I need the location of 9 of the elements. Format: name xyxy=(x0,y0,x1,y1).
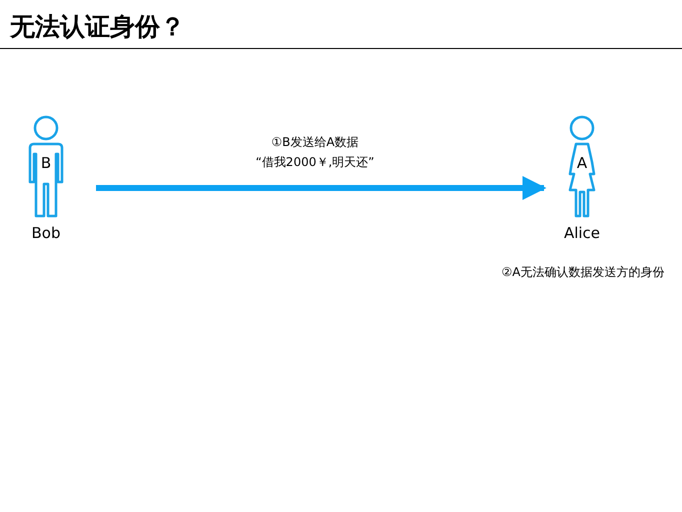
note-text: ②A无法确认数据发送方的身份 xyxy=(500,264,666,281)
figure-letter: B xyxy=(40,153,52,174)
message-text: “借我2000￥,明天还” xyxy=(254,154,376,171)
arrow xyxy=(96,176,546,200)
figure-name: Bob xyxy=(30,223,62,244)
figure-name: Alice xyxy=(562,223,602,244)
edge-label: ①B发送给A数据 xyxy=(270,134,360,151)
figure-letter: A xyxy=(576,153,588,174)
title: 无法认证身份？ xyxy=(10,11,185,43)
